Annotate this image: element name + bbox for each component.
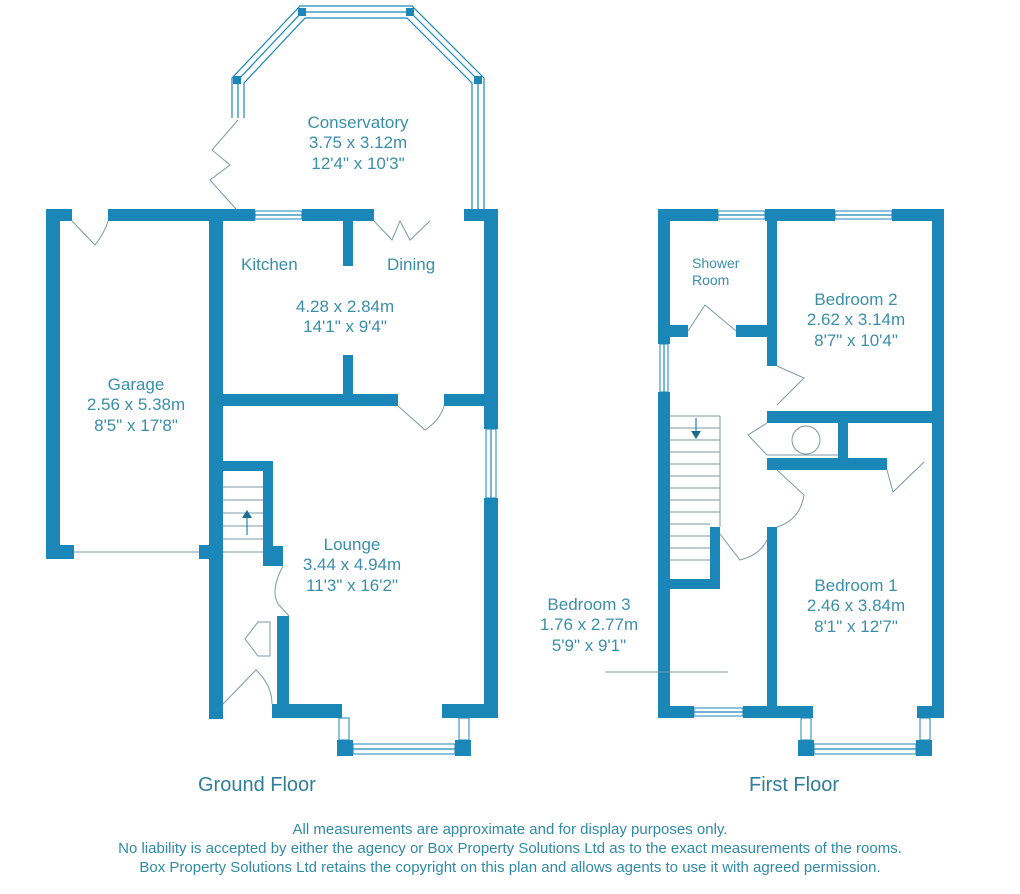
kitchen-dining-imperial: 14'1" x 9'4" xyxy=(303,317,387,337)
first-floor-doors xyxy=(687,304,925,561)
bedroom2-metric: 2.62 x 3.14m xyxy=(806,310,906,330)
first-floor-walls xyxy=(658,209,944,756)
bedroom2-label: Bedroom 2 2.62 x 3.14m 8'7" x 10'4" xyxy=(786,290,926,351)
garage-name: Garage xyxy=(107,375,165,394)
garage-label: Garage 2.56 x 5.38m 8'5" x 17'8" xyxy=(66,375,206,436)
ground-floor-walls xyxy=(46,209,498,756)
kitchen-dining-metric: 4.28 x 2.84m xyxy=(295,297,395,316)
conservatory-glazing xyxy=(209,5,485,210)
lounge-name: Lounge xyxy=(323,535,381,554)
lounge-imperial: 11'3" x 16'2" xyxy=(306,575,398,595)
dining-label: Dining xyxy=(387,255,436,274)
lounge-metric: 3.44 x 4.94m xyxy=(302,555,402,575)
shower-room-line1: Shower xyxy=(692,255,740,271)
bedroom2-name: Bedroom 2 xyxy=(814,290,898,309)
bedroom1-name: Bedroom 1 xyxy=(814,576,898,595)
shower-room-line2: Room xyxy=(692,271,730,288)
ground-floor-windows xyxy=(74,210,497,755)
bedroom2-imperial: 8'7" x 10'4" xyxy=(814,330,898,350)
ground-floor-title: Ground Floor xyxy=(198,774,316,796)
conservatory-name: Conservatory xyxy=(307,113,409,132)
bedroom3-name: Bedroom 3 xyxy=(547,595,631,614)
bedroom3-imperial: 5'9" x 9'1" xyxy=(551,635,627,655)
conservatory-label: Conservatory 3.75 x 3.12m 12'4" x 10'3" xyxy=(290,113,426,174)
shower-room-label: Shower Room xyxy=(692,255,739,289)
bedroom1-metric: 2.46 x 3.84m xyxy=(806,596,906,616)
bedroom1-imperial: 8'1" x 12'7" xyxy=(814,616,898,636)
disclaimer: All measurements are approximate and for… xyxy=(0,820,1020,877)
disclaimer-line3: Box Property Solutions Ltd retains the c… xyxy=(139,859,881,876)
kitchen-label: Kitchen xyxy=(241,255,298,274)
bedroom1-label: Bedroom 1 2.46 x 3.84m 8'1" x 12'7" xyxy=(786,576,926,637)
garage-metric: 2.56 x 5.38m xyxy=(86,395,186,415)
garage-imperial: 8'5" x 17'8" xyxy=(94,415,178,435)
first-floor-windows xyxy=(605,210,931,755)
lounge-label: Lounge 3.44 x 4.94m 11'3" x 16'2" xyxy=(282,535,422,596)
ground-stairs xyxy=(223,486,263,553)
first-floor-title: First Floor xyxy=(749,774,839,796)
kitchen-dining-dimensions: 4.28 x 2.84m 14'1" x 9'4" xyxy=(265,297,425,338)
conservatory-metric: 3.75 x 3.12m xyxy=(308,133,408,153)
ground-floor-doors xyxy=(71,219,445,705)
disclaimer-line1: All measurements are approximate and for… xyxy=(292,821,728,838)
disclaimer-line2: No liability is accepted by either the a… xyxy=(118,840,902,857)
bedroom3-metric: 1.76 x 2.77m xyxy=(539,615,639,635)
bedroom3-label: Bedroom 3 1.76 x 2.77m 5'9" x 9'1" xyxy=(524,595,654,656)
conservatory-imperial: 12'4" x 10'3" xyxy=(311,153,405,173)
first-stairs xyxy=(670,415,721,561)
